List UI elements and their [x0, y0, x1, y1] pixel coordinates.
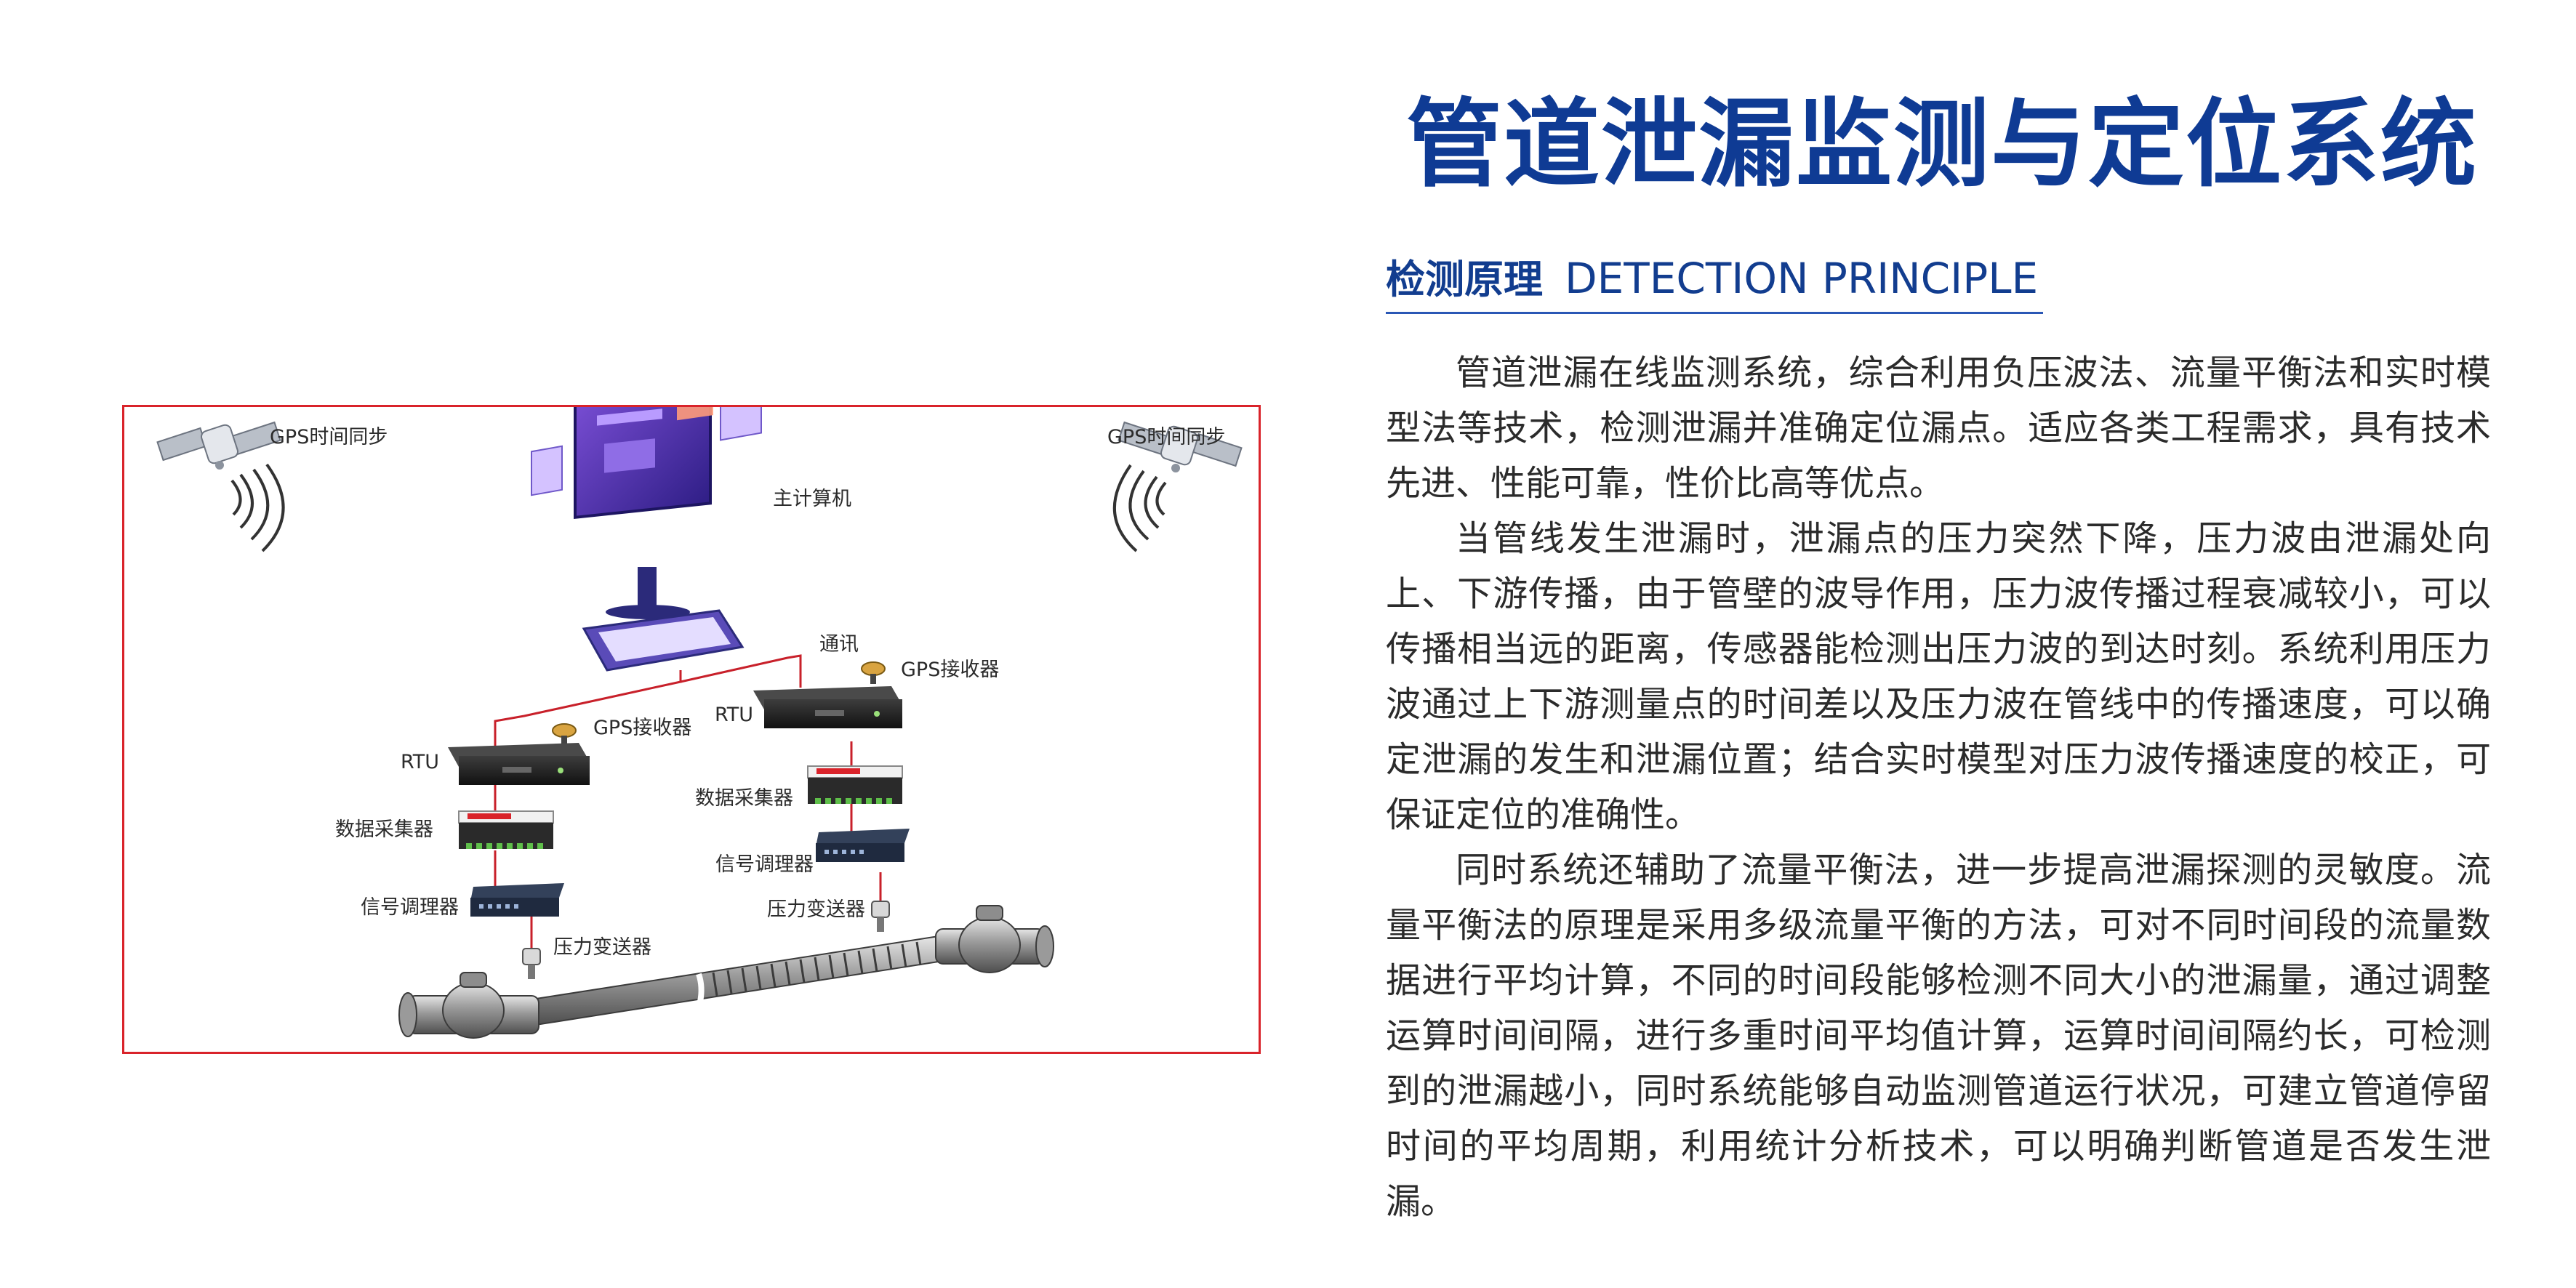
pressure-transmitter-right	[871, 901, 890, 932]
data-collector-label-right: 数据采集器	[695, 787, 793, 810]
signal-conditioner-left	[470, 883, 564, 917]
signal-conditioner-label-left: 信号调理器	[361, 896, 459, 919]
paragraph-1: 管道泄漏在线监测系统，综合利用负压波法、流量平衡法和实时模型法等技术，检测泄漏并…	[1386, 353, 2491, 504]
data-collector-right	[807, 765, 903, 804]
communication-label: 通讯	[819, 633, 859, 656]
data-collector-label-left: 数据采集器	[335, 818, 433, 841]
gps-receiver-label-left: GPS接收器	[593, 717, 691, 739]
gps-receiver-icon-left	[552, 723, 577, 746]
section-heading-cn: 检测原理	[1386, 257, 1543, 302]
signal-waves-left	[230, 463, 285, 552]
data-collector-left	[458, 810, 554, 849]
rtu-device-right	[753, 686, 902, 728]
section-heading-en: DETECTION PRINCIPLE	[1565, 254, 2039, 303]
satellite-icon-left	[156, 421, 281, 470]
host-computer-label: 主计算机	[773, 488, 851, 510]
rtu-label-left: RTU	[401, 751, 439, 773]
computer-icon	[531, 407, 762, 672]
signal-conditioner-right	[816, 829, 910, 862]
pressure-transmitter-label-left: 压力变送器	[553, 936, 651, 959]
section-heading: 检测原理 DETECTION PRINCIPLE	[1386, 247, 2043, 314]
pressure-transmitter-label-right: 压力变送器	[767, 898, 865, 921]
paragraph-2: 当管线发生泄漏时，泄漏点的压力突然下降，压力波由泄漏处向上、下游传播，由于管壁的…	[1386, 518, 2491, 835]
satellite-icon-right	[1118, 421, 1243, 472]
gps-receiver-label-right: GPS接收器	[901, 659, 999, 681]
page-title: 管道泄漏监测与定位系统	[1406, 89, 2478, 201]
paragraph-3: 同时系统还辅助了流量平衡法，进一步提高泄漏探测的灵敏度。流量平衡法的原理是采用多…	[1386, 850, 2491, 1222]
gps-sync-label-right: GPS时间同步	[1107, 426, 1225, 448]
rtu-device-left	[448, 743, 590, 785]
gps-sync-label-left: GPS时间同步	[270, 426, 388, 448]
diagram-svg: GPS时间同步 GPS时间同步 主	[156, 407, 1243, 1039]
gps-receiver-icon-right	[861, 661, 886, 684]
rtu-label-right: RTU	[715, 704, 753, 726]
signal-waves-right	[1112, 464, 1167, 552]
valve-icon-right	[935, 905, 1054, 973]
system-diagram: GPS时间同步 GPS时间同步 主	[122, 405, 1261, 1054]
pressure-transmitter-left	[522, 948, 541, 979]
communication-wires	[494, 654, 882, 949]
valve-icon-left	[398, 972, 539, 1039]
signal-conditioner-label-right: 信号调理器	[715, 853, 814, 876]
body-text: 管道泄漏在线监测系统，综合利用负压波法、流量平衡法和实时模型法等技术，检测泄漏并…	[1386, 345, 2491, 1229]
